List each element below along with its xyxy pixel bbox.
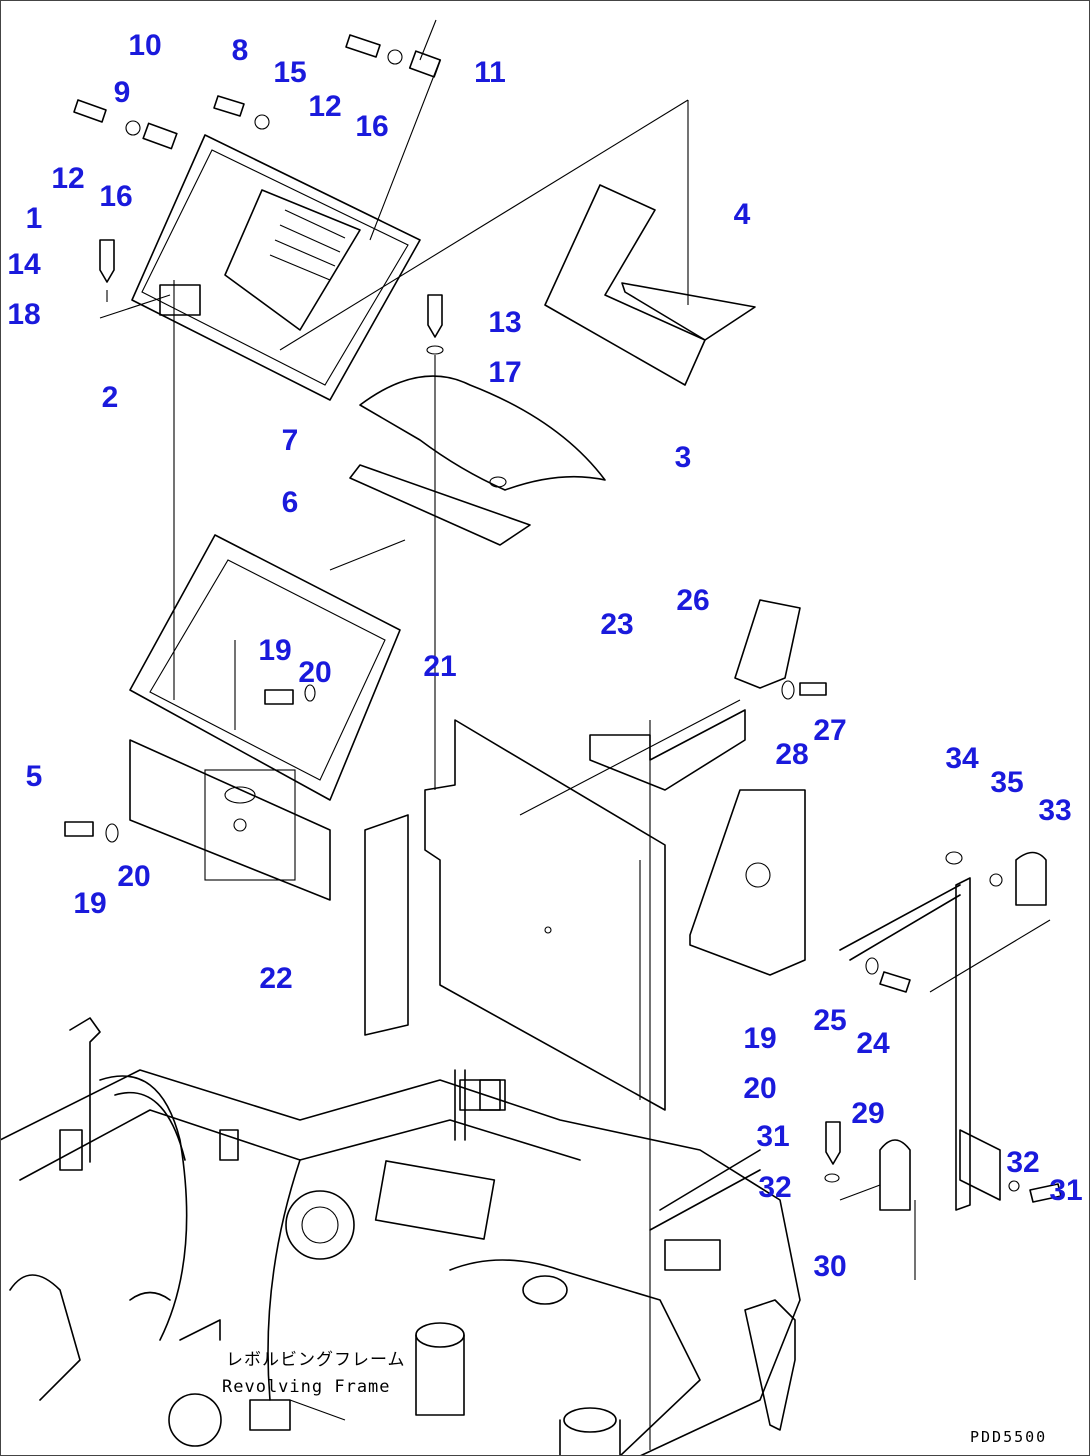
- callout-12: 12: [51, 162, 84, 195]
- callout-16: 16: [355, 110, 388, 143]
- callout-21: 21: [423, 650, 456, 683]
- callout-1: 1: [26, 202, 43, 235]
- latch-rod-assembly: [824, 851, 1062, 1280]
- callout-20: 20: [298, 656, 331, 689]
- callout-31: 31: [756, 1120, 789, 1153]
- callout-19: 19: [258, 634, 291, 667]
- floor-mat: [279, 99, 756, 386]
- callout-28: 28: [775, 738, 808, 771]
- callout-24: 24: [856, 1027, 890, 1060]
- callout-27: 27: [813, 714, 846, 747]
- callout-2: 2: [102, 381, 119, 414]
- callout-34: 34: [945, 742, 979, 775]
- callout-33: 33: [1038, 794, 1071, 827]
- top-cover-assembly: [73, 19, 444, 790]
- callout-7: 7: [282, 424, 299, 457]
- callout-19: 19: [73, 887, 106, 920]
- callout-11: 11: [474, 56, 506, 89]
- frame-label-en: Revolving Frame: [222, 1377, 391, 1397]
- callout-14: 14: [7, 248, 41, 281]
- callout-3: 3: [675, 441, 692, 474]
- cover-plates: [349, 375, 606, 546]
- callout-5: 5: [26, 760, 43, 793]
- callout-32: 32: [758, 1171, 791, 1204]
- console-frame: [64, 534, 406, 901]
- callout-8: 8: [232, 34, 249, 67]
- callout-25: 25: [813, 1004, 846, 1037]
- callout-23: 23: [600, 608, 633, 641]
- callout-29: 29: [851, 1097, 884, 1130]
- callout-12: 12: [308, 90, 341, 123]
- revolving-frame: [0, 1017, 801, 1456]
- callout-15: 15: [273, 56, 306, 89]
- side-panels: [364, 709, 806, 1450]
- callout-13: 13: [488, 306, 521, 339]
- drawing-code: PDD5500: [970, 1428, 1047, 1446]
- callout-22: 22: [259, 962, 292, 995]
- callout-20: 20: [117, 860, 150, 893]
- callout-30: 30: [813, 1250, 846, 1283]
- callout-6: 6: [282, 486, 299, 519]
- bracket-26: [519, 599, 827, 816]
- frame-label-jp: レボルビングフレーム: [226, 1350, 406, 1370]
- callout-4: 4: [734, 198, 751, 231]
- callout-19: 19: [743, 1022, 776, 1055]
- callout-17: 17: [488, 356, 521, 389]
- callout-16: 16: [99, 180, 132, 213]
- callout-9: 9: [114, 76, 131, 109]
- callout-32: 32: [1006, 1146, 1039, 1179]
- callout-20: 20: [743, 1072, 776, 1105]
- callout-35: 35: [990, 766, 1023, 799]
- callout-31: 31: [1049, 1174, 1082, 1207]
- callout-10: 10: [128, 29, 161, 62]
- callout-18: 18: [7, 298, 40, 331]
- callout-26: 26: [676, 584, 709, 617]
